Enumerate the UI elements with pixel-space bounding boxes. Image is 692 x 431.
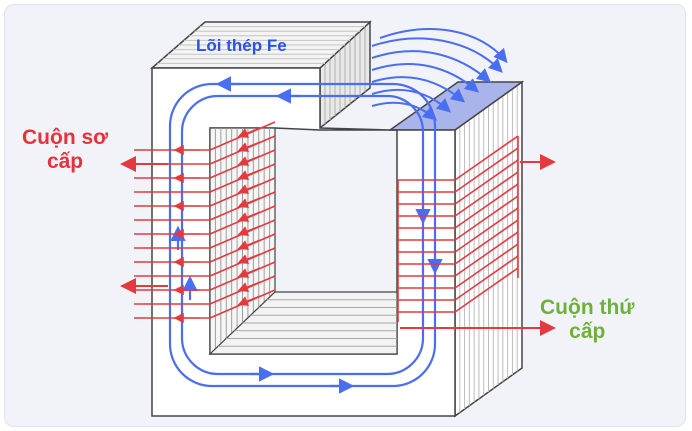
- arrow-left-icon: [237, 197, 261, 208]
- flux-arrow-icon: [371, 50, 492, 83]
- secondary-winding-coil: [397, 135, 519, 322]
- arrow-left-icon: [237, 295, 261, 306]
- flux-arrow-icon: [371, 101, 438, 121]
- primary-label-line2: cấp: [46, 150, 84, 174]
- flux-arrow-icon: [371, 76, 466, 103]
- arrow-left-icon: [237, 225, 261, 236]
- core-right-side-face: [454, 80, 523, 418]
- arrow-left-icon: [237, 281, 261, 292]
- arrow-left-icon: [237, 141, 261, 152]
- secondary-label-line1: Cuộn thứ: [540, 296, 635, 319]
- arrow-left-icon: [237, 155, 261, 166]
- secondary-winding-label: Cuộn thứ cấp: [540, 296, 635, 344]
- primary-winding-coil: [134, 121, 276, 324]
- arrow-left-icon: [237, 169, 261, 180]
- primary-label-line1: Cuộn sơ: [22, 126, 109, 149]
- primary-winding-label: Cuộn sơ cấp: [22, 126, 108, 174]
- arrow-left-icon: [237, 239, 261, 250]
- arrow-left-icon: [237, 127, 261, 138]
- core-label: Lõi thép Fe: [196, 36, 287, 55]
- arrow-left-icon: [237, 253, 261, 264]
- flux-arrow-icon: [371, 37, 503, 73]
- secondary-label-line2: cấp: [569, 320, 606, 344]
- flux-arrow-icon: [371, 89, 451, 113]
- core-window-inner-bottom: [208, 291, 398, 355]
- flux-arrow-icon: [371, 63, 480, 93]
- flux-arrow-icon: [379, 28, 508, 64]
- primary-lead-arrows: [120, 156, 168, 294]
- fringing-flux-arcs: [371, 28, 508, 121]
- arrow-left-icon: [237, 211, 261, 222]
- arrow-left-icon: [237, 267, 261, 278]
- arrow-left-icon: [237, 183, 261, 194]
- core-top-bar-top-face: [149, 21, 372, 69]
- secondary-lead-arrows: [400, 154, 556, 336]
